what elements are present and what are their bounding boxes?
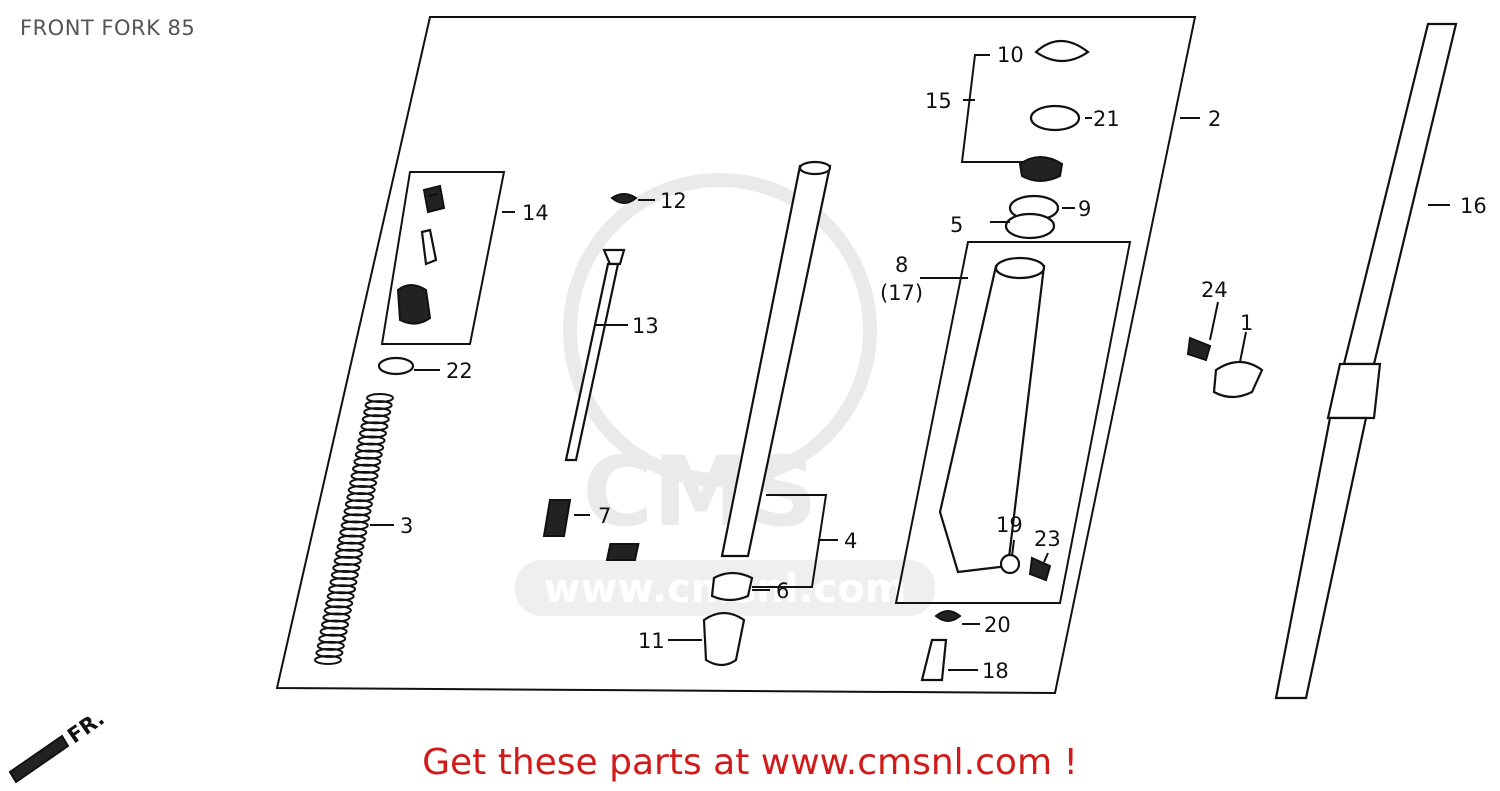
part-24-bolt <box>1186 336 1212 362</box>
callout-17: (17) <box>880 281 923 305</box>
group-8-outline <box>894 241 1132 604</box>
callout-19: 19 <box>996 513 1023 537</box>
callout-6: 6 <box>776 579 789 603</box>
part-12-cap <box>610 193 638 204</box>
callout-20: 20 <box>984 613 1011 637</box>
watermark-logo: CMS <box>582 436 817 548</box>
callout-22: 22 <box>446 359 473 383</box>
part-13-damper-rod <box>564 248 626 462</box>
callout-24: 24 <box>1201 278 1228 302</box>
callout-12: 12 <box>660 189 687 213</box>
callout-2: 2 <box>1208 107 1221 131</box>
part-5-ring-lower <box>1004 212 1056 240</box>
callout-14: 14 <box>522 201 549 225</box>
callout-15: 15 <box>925 89 952 113</box>
callout-7: 7 <box>598 504 611 528</box>
callout-23: 23 <box>1034 527 1061 551</box>
callout-4: 4 <box>844 529 857 553</box>
main-assembly-outline <box>275 16 1197 695</box>
callout-11: 11 <box>638 629 665 653</box>
part-18-socket-bolt <box>920 638 948 682</box>
callout-3: 3 <box>400 514 413 538</box>
callout-13: 13 <box>632 314 659 338</box>
part-1-clamp <box>1212 360 1264 399</box>
part-4-fork-tube <box>605 160 832 561</box>
group-15-bracket <box>960 54 1030 163</box>
part-16-front-fork-assembly <box>1274 22 1458 700</box>
leader-lines <box>370 99 1450 671</box>
part-6-back-up-ring <box>710 571 754 602</box>
callout-16: 16 <box>1460 194 1487 218</box>
callout-9: 9 <box>1078 197 1091 221</box>
cta-link-text[interactable]: Get these parts at www.cmsnl.com ! <box>422 742 1078 783</box>
callout-8: 8 <box>895 253 908 277</box>
part-7-rebound-spring <box>542 499 572 537</box>
part-3-fork-spring <box>314 393 394 665</box>
part-22-washer <box>377 356 415 376</box>
callout-18: 18 <box>982 659 1009 683</box>
group-14-outline <box>380 171 506 345</box>
part-11-bushing <box>702 611 746 667</box>
part-14-valve-assembly <box>396 184 446 325</box>
part-21-circlip <box>1029 104 1081 132</box>
part-9-oil-seal <box>1018 156 1064 182</box>
callout-10: 10 <box>997 43 1024 67</box>
part-19-washer <box>999 553 1021 575</box>
part-8-fork-slider <box>938 256 1046 574</box>
callout-21: 21 <box>1093 107 1120 131</box>
callout-1: 1 <box>1240 311 1253 335</box>
part-10-dust-seal <box>1034 39 1090 63</box>
callout-labels: 10 15 21 2 9 5 8 (17) 12 13 14 22 3 7 4 … <box>400 43 1487 683</box>
part-23-bolt <box>1028 556 1052 582</box>
spring-coil <box>314 655 342 665</box>
callout-5: 5 <box>950 213 963 237</box>
page-title: FRONT FORK 85 <box>20 16 196 40</box>
part-20-washer <box>934 610 962 622</box>
